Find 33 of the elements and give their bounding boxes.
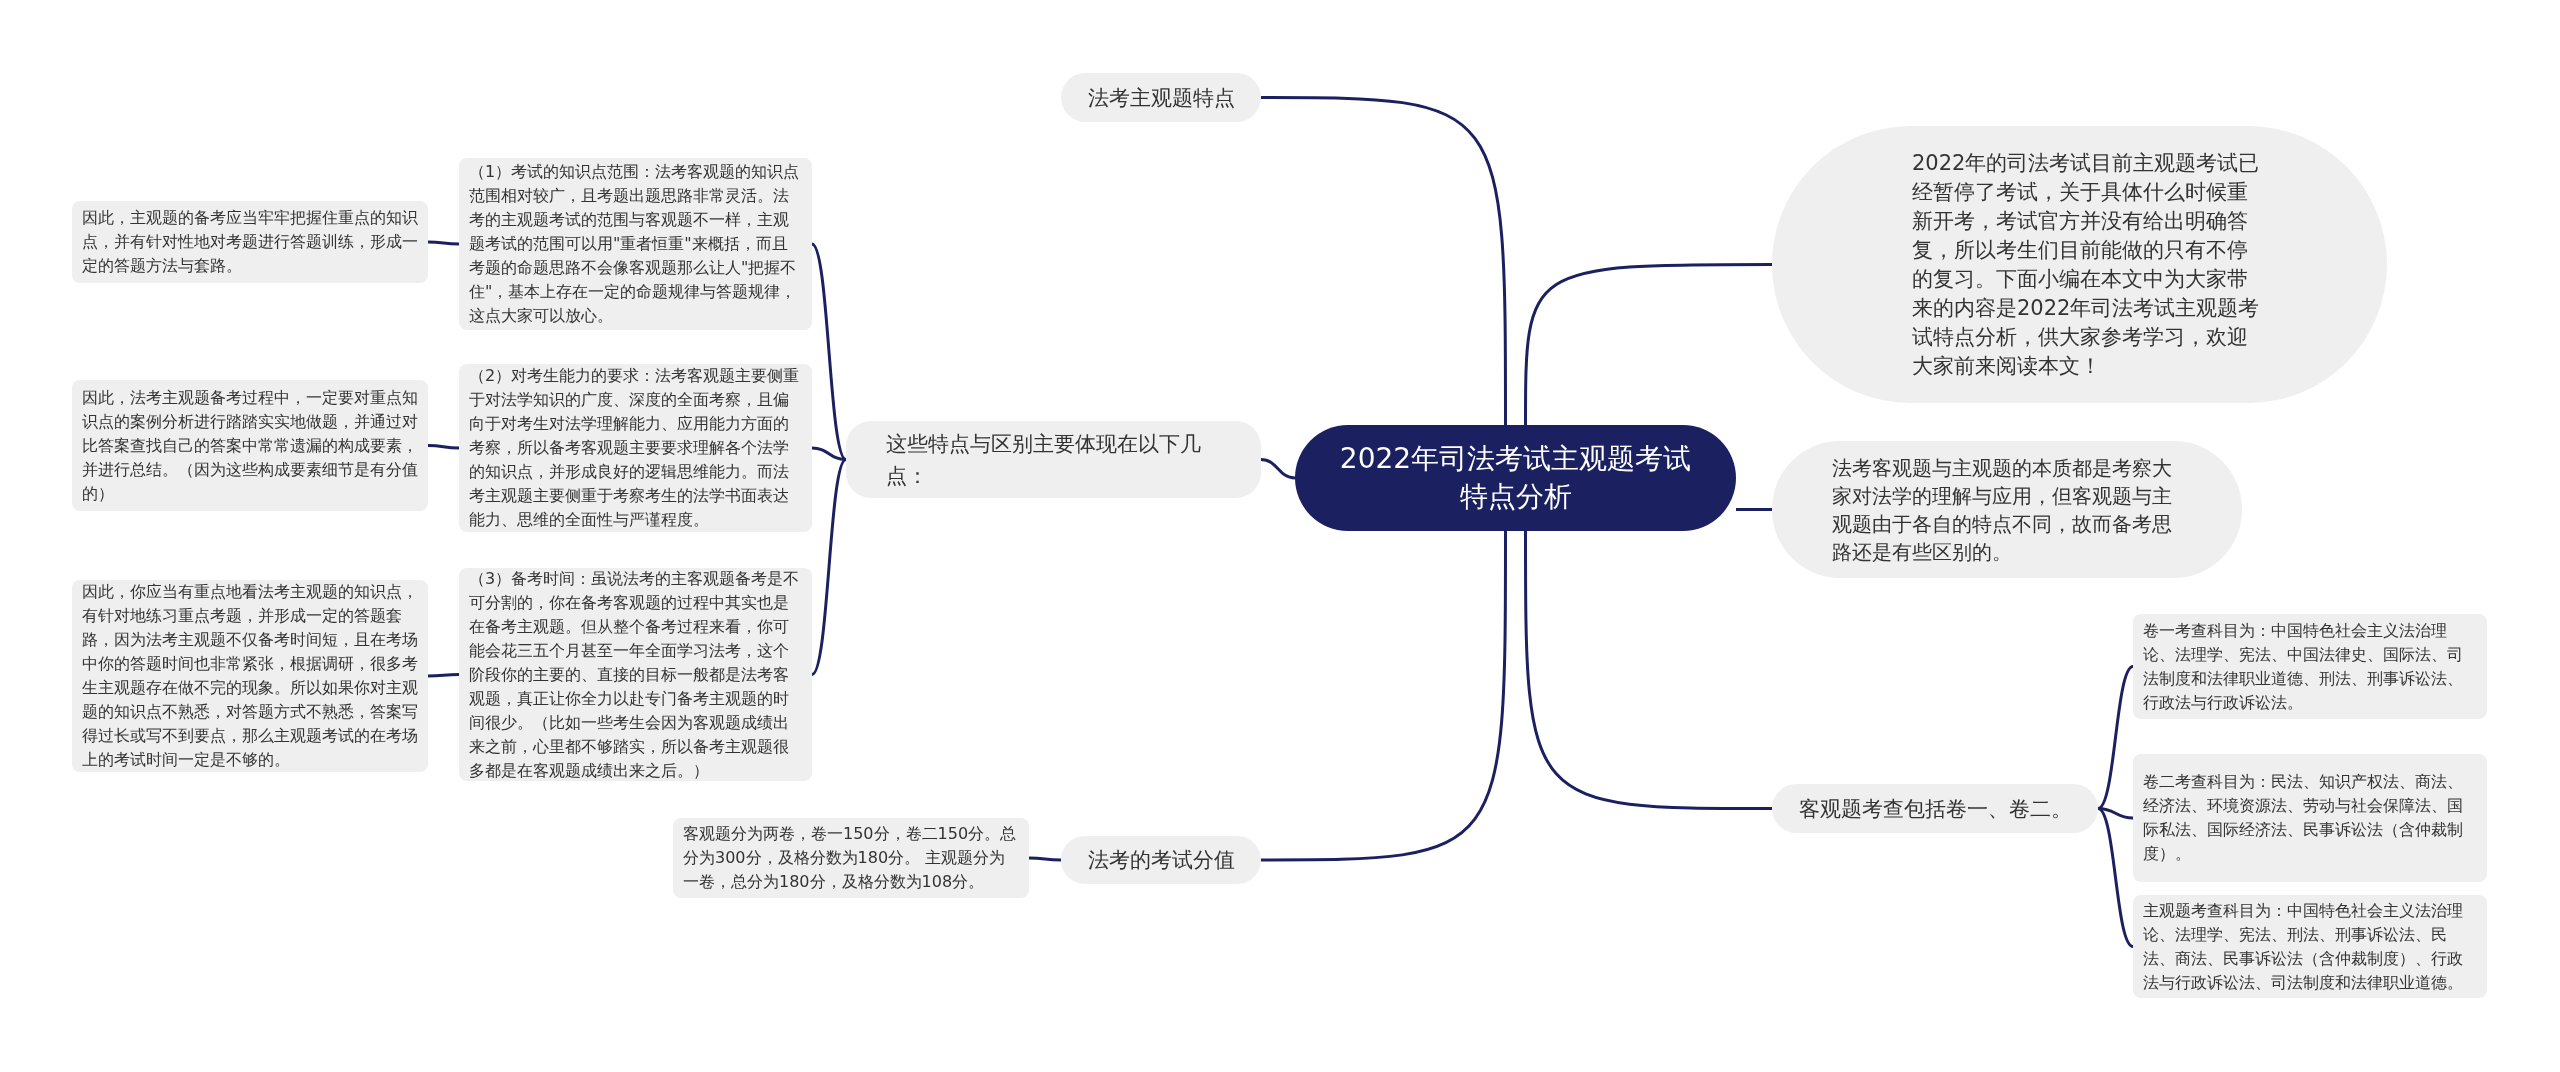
connector (1736, 508, 1772, 511)
note-box: 主观题考查科目为：中国特色社会主义法治理论、法理学、宪法、刑法、刑事诉讼法、民法、商法、民事诉讼法（含仲裁制度）、行政法与行政诉讼法、司法制度和法律职业道德。 (2133, 895, 2487, 998)
connector (1524, 263, 1772, 425)
connector (1524, 531, 1772, 810)
topic-box: 法考的考试分值 (1061, 836, 1261, 884)
note-box: （1）考试的知识点范围：法考客观题的知识点范围相对较广，且考题出题思路非常灵活。法考的主观题考试的范围与客观题不一样，主观题考试的范围可以用"重者恒重"来概括，而且考题的命题思路不会像客观题那么让人"把握不住"，基本上存在一定的命题规律与答题规律，这点大家可以放心。 (459, 158, 812, 330)
note-box: 因此，主观题的备考应当牢牢把握住重点的知识点，并有针对性地对考题进行答题训练，形成一定的答题方法与套路。 (72, 201, 428, 283)
note-box: 因此，法考主观题备考过程中，一定要对重点知识点的案例分析进行踏踏实实地做题，并通过对比答案查找自己的答案中常常遗漏的构成要素，并进行总结。（因为这些构成要素细节是有分值的） (72, 380, 428, 511)
topic-box: 这些特点与区别主要体现在以下几点： (846, 421, 1261, 498)
connector (1029, 856, 1061, 862)
topic-box: 客观题考查包括卷一、卷二。 (1772, 784, 2098, 833)
connector (427, 444, 460, 450)
topic-bubble: 2022年的司法考试目前主观题考试已经暂停了考试，关于具体什么时候重新开考，考试官方并没有给出明确答复，所以考生们目前能做的只有不停的复习。下面小编在本文中为大家带来的内容是2022年司法考试主观题考试特点分析，供大家参考学习，欢迎大家前来阅读本文！ (1772, 126, 2387, 403)
connector (1261, 531, 1507, 862)
note-box: （2）对考生能力的要求：法考客观题主要侧重于对法学知识的广度、深度的全面考察，且偏向于对考生对法学理解能力、应用能力方面的考察，所以备考客观题主要要求理解各个法学的知识点，并形成良好的逻辑思维能力。而法考主观题主要侧重于考察考生的法学书面表达能力、思维的全面性与严谨程度。 (459, 364, 812, 532)
note-box: （3）备考时间：虽说法考的主客观题备考是不可分割的，你在备考客观题的过程中其实也是在备考主观题。但从整个备考过程来看，你可能会花三五个月甚至一年全面学习法考，这个阶段你的主要的、直接的目标一般都是法考客观题，真正让你全力以赴专门备考主观题的时间很少。（比如一些考生会因为客观题成绩出来之前，心里都不够踏实，所以备考主观题很多都是在客观题成绩出来之后。） (459, 568, 812, 781)
note-box: 因此，你应当有重点地看法考主观题的知识点，有针对地练习重点考题，并形成一定的答题套路，因为法考主观题不仅备考时间短，且在考场中你的答题时间也非常紧张，根据调研，很多考生主观题存在做不完的现象。所以如果你对主观题的知识点不熟悉，对答题方式不熟悉，答案写得过长或写不到要点，那么主观题考试的在考场上的考试时间一定是不够的。 (72, 580, 428, 772)
topic-bubble: 法考客观题与主观题的本质都是考察大家对法学的理解与应用，但客观题与主观题由于各自的特点不同，故而备考思路还是有些区别的。 (1772, 441, 2242, 578)
connector (810, 458, 848, 676)
connector (2097, 807, 2134, 948)
connector (1260, 458, 1296, 480)
note-box: 卷二考查科目为：民法、知识产权法、商法、经济法、环境资源法、劳动与社会保障法、国际私法、国际经济法、民事诉讼法（含仲裁制度）。 (2133, 754, 2487, 882)
connector (1261, 96, 1507, 425)
topic-box: 法考主观题特点 (1061, 73, 1261, 122)
connector (428, 240, 459, 246)
note-box: 客观题分为两卷，卷一150分，卷二150分。总分为300分，及格分数为180分。 主观题分为一卷，总分为180分，及格分数为108分。 (673, 818, 1029, 898)
connector (2097, 807, 2134, 820)
central-topic: 2022年司法考试主观题考试特点分析 (1295, 425, 1736, 531)
connector (428, 673, 459, 678)
note-box: 卷一考查科目为：中国特色社会主义法治理论、法理学、宪法、中国法律史、国际法、司法制度和法律职业道德、刑法、刑事诉讼法、行政法与行政诉讼法。 (2133, 614, 2487, 719)
connector (2097, 665, 2134, 810)
connector (811, 446, 847, 461)
connector (810, 243, 848, 461)
